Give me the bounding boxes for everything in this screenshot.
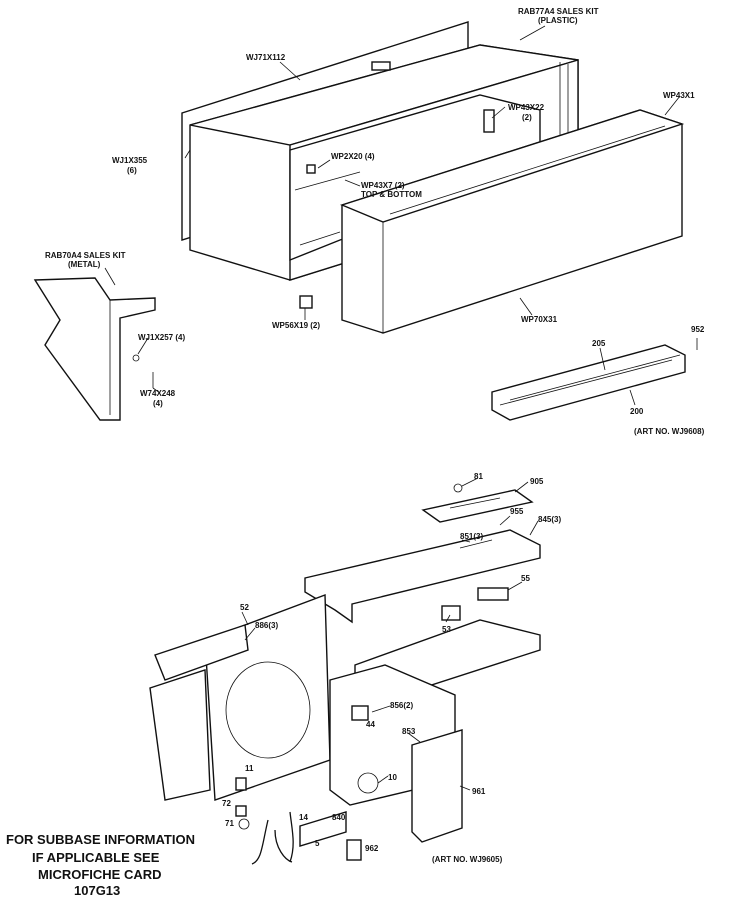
bottom-leaders bbox=[241, 477, 539, 791]
label-plastic: (PLASTIC) bbox=[538, 16, 578, 25]
label-w74x248: W74X248 bbox=[140, 389, 176, 398]
label-205: 205 bbox=[592, 339, 606, 348]
label-wp43x7: WP43X7 (2) bbox=[361, 181, 405, 190]
top-leaders bbox=[104, 25, 681, 406]
label-81: 81 bbox=[474, 472, 483, 481]
side-panel-kit bbox=[33, 277, 156, 421]
label-200: 200 bbox=[630, 407, 644, 416]
label-rab70a4: RAB70A4 SALES KIT bbox=[45, 251, 126, 260]
label-55: 55 bbox=[521, 574, 530, 583]
label-853: 853 bbox=[402, 727, 416, 736]
label-wj1x355: WJ1X355 bbox=[112, 156, 148, 165]
part-labels-top: RAB77A4 SALES KIT (PLASTIC) WJ71X112 WP4… bbox=[45, 7, 705, 436]
label-14: 14 bbox=[299, 813, 308, 822]
label-961: 961 bbox=[472, 787, 486, 796]
label-wp43x22: WP43X22 bbox=[508, 103, 545, 112]
label-840: 840 bbox=[332, 813, 346, 822]
label-71: 71 bbox=[225, 819, 234, 828]
label-wp43x22-qty: (2) bbox=[522, 113, 532, 122]
label-5: 5 bbox=[315, 839, 320, 848]
label-wj1x355-qty: (6) bbox=[127, 166, 137, 175]
note-line-4: 107G13 bbox=[74, 883, 120, 898]
label-44: 44 bbox=[366, 720, 375, 729]
label-952: 952 bbox=[691, 325, 705, 334]
chassis-assembly bbox=[149, 483, 541, 865]
part-labels-bottom: 81 905 955 845(3) 851(3) 55 52 886(3) 53… bbox=[222, 472, 561, 864]
label-wp2x20: WP2X20 (4) bbox=[331, 152, 375, 161]
label-72: 72 bbox=[222, 799, 231, 808]
label-wp70x31: WP70X31 bbox=[521, 315, 558, 324]
label-rab77a4: RAB77A4 SALES KIT bbox=[518, 7, 599, 16]
label-wp56x19: WP56X19 (2) bbox=[272, 321, 320, 330]
note-line-1: FOR SUBBASE INFORMATION bbox=[6, 832, 195, 847]
label-962: 962 bbox=[365, 844, 379, 853]
label-905: 905 bbox=[530, 477, 544, 486]
label-wj1x257: WJ1X257 (4) bbox=[138, 333, 185, 342]
label-art-no-top: (ART NO. WJ9608) bbox=[634, 427, 705, 436]
label-metal: (METAL) bbox=[68, 260, 101, 269]
label-wp43x1: WP43X1 bbox=[663, 91, 695, 100]
label-52: 52 bbox=[240, 603, 249, 612]
label-886: 886(3) bbox=[255, 621, 278, 630]
base-rail-assembly bbox=[491, 338, 698, 421]
note-line-3: MICROFICHE CARD bbox=[38, 867, 162, 882]
label-851: 851(3) bbox=[460, 532, 483, 541]
label-856: 856(2) bbox=[390, 701, 413, 710]
label-10: 10 bbox=[388, 773, 397, 782]
cabinet-assembly bbox=[181, 21, 685, 334]
note-line-2: IF APPLICABLE SEE bbox=[32, 850, 160, 865]
label-wj71x112: WJ71X112 bbox=[246, 53, 286, 62]
label-955: 955 bbox=[510, 507, 524, 516]
label-845: 845(3) bbox=[538, 515, 561, 524]
subbase-note: FOR SUBBASE INFORMATION IF APPLICABLE SE… bbox=[6, 832, 195, 898]
label-w74x248-qty: (4) bbox=[153, 399, 163, 408]
label-top-bottom: TOP & BOTTOM bbox=[361, 190, 422, 199]
label-11: 11 bbox=[245, 764, 254, 773]
label-53: 53 bbox=[442, 625, 451, 634]
label-art-no-bottom: (ART NO. WJ9605) bbox=[432, 855, 503, 864]
